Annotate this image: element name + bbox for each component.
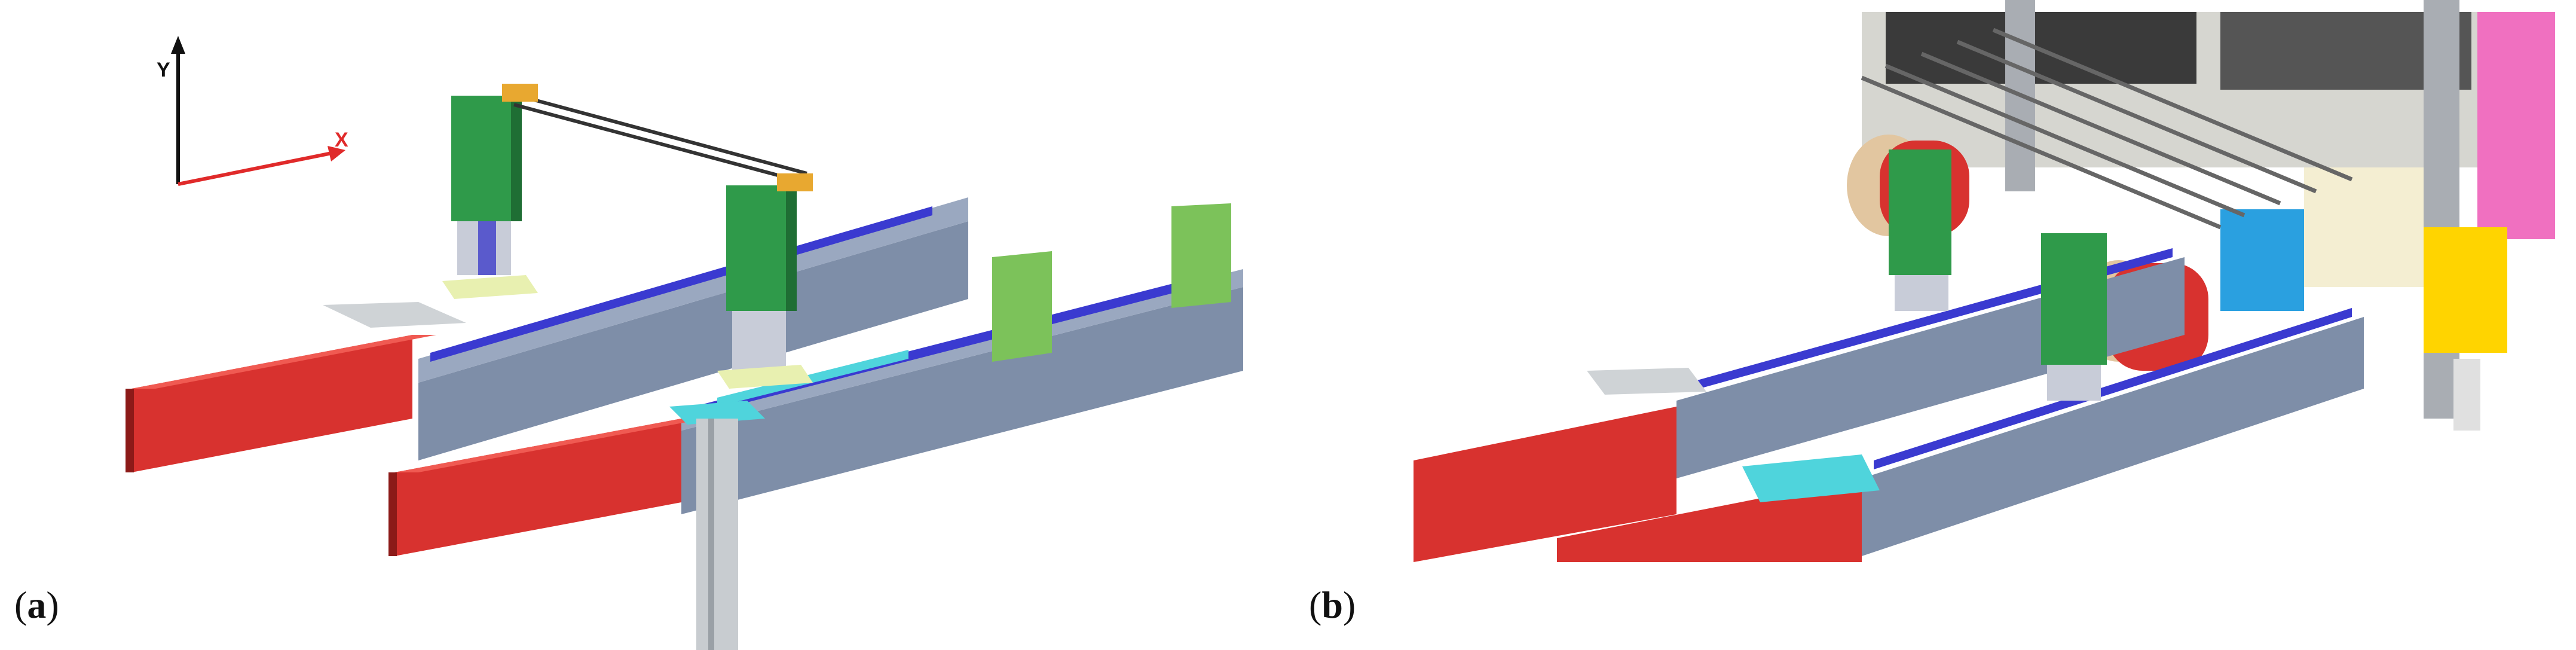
caption-b-open: (: [1309, 584, 1322, 626]
panel-b-rendering: [1288, 0, 2576, 650]
front-linear-axis: [1557, 308, 2364, 562]
front-linear-axis: [388, 269, 1243, 650]
caption-b-letter: b: [1321, 584, 1343, 626]
frame-structure: [1861, 0, 2555, 431]
panel-a-caption: (a): [14, 583, 59, 627]
mounting-brackets: [992, 203, 1231, 362]
gantry-modules: [1889, 149, 2107, 401]
axis-x-label: X: [335, 129, 348, 151]
panel-b-illustration: [1414, 0, 2555, 562]
caption-b-close: ): [1342, 584, 1356, 626]
axis-y-label: Y: [157, 59, 170, 81]
back-linear-axis: [126, 197, 968, 472]
panel-b-caption: (b): [1309, 583, 1356, 627]
panel-a-rendering: Y X: [126, 36, 1243, 650]
panel-a-illustration: Y X: [126, 36, 1243, 650]
caption-a-close: ): [46, 584, 59, 626]
caption-a-open: (: [14, 584, 27, 626]
gantry-modules: [442, 84, 813, 389]
caption-a-letter: a: [27, 584, 47, 626]
coordinate-axes: Y X: [157, 36, 348, 186]
